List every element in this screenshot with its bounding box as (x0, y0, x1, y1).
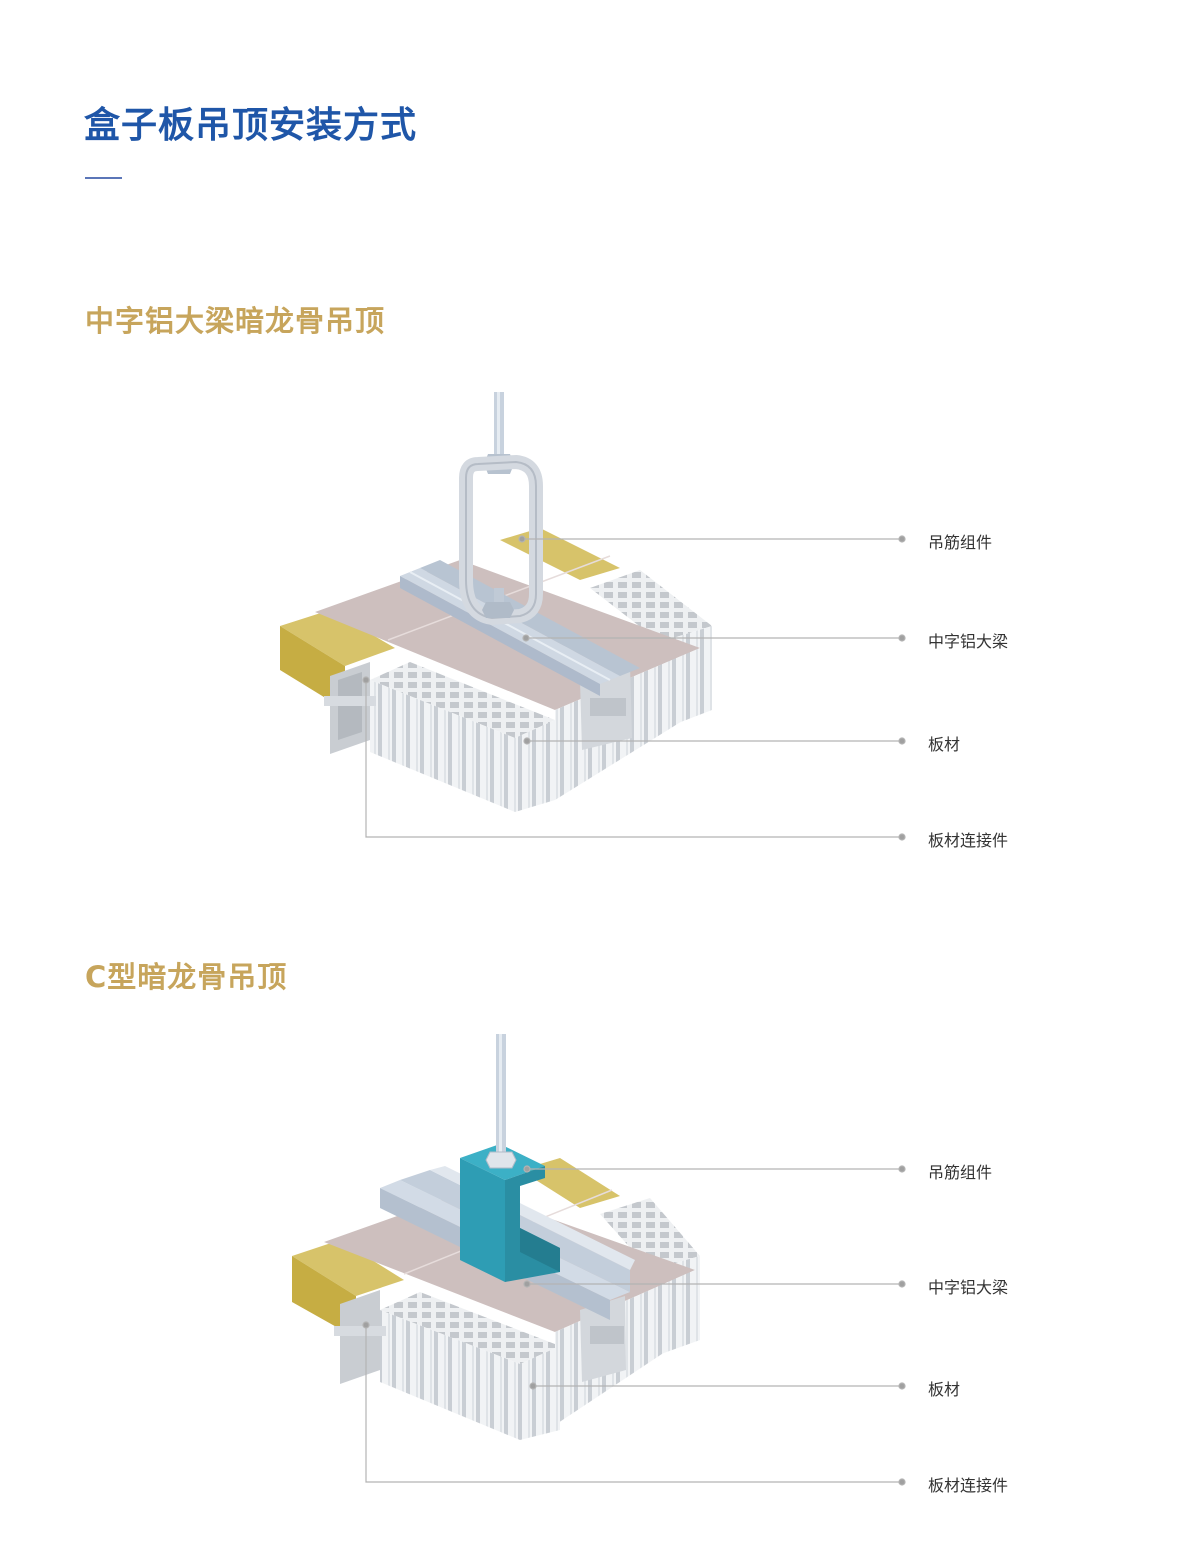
callout-label-connector: 板材连接件 (928, 1476, 1009, 1495)
callout-label-hanger: 吊筋组件 (928, 533, 993, 552)
panel-connector-left (324, 662, 376, 754)
callout-dot (898, 1478, 906, 1486)
callout-dot (362, 676, 370, 684)
callout-dot (362, 1321, 370, 1329)
callout-dot (529, 1382, 537, 1390)
section-title-zhongzi-beam: 中字铝大梁暗龙骨吊顶 (85, 304, 386, 338)
callout-dot (522, 634, 530, 642)
callout-dot (898, 833, 906, 841)
callout-label-hanger: 吊筋组件 (928, 1163, 993, 1182)
callout-label-beam: 中字铝大梁 (928, 1278, 1009, 1297)
section-title-c-type: C型暗龙骨吊顶 (85, 960, 288, 994)
hanger-rod-assembly (485, 1034, 517, 1169)
callout-label-panel: 板材 (928, 1380, 961, 1399)
callout-dot (523, 737, 531, 745)
callout-label-connector: 板材连接件 (928, 831, 1009, 850)
callout-label-beam: 中字铝大梁 (928, 632, 1009, 651)
callout-leaders-2 (362, 1165, 906, 1486)
callout-dot (898, 1280, 906, 1288)
callout-dot (518, 535, 526, 543)
panel-connector-right (580, 1296, 626, 1382)
callout-dot (898, 535, 906, 543)
callout-dot (898, 737, 906, 745)
callout-leaders-1 (362, 535, 906, 841)
title-underline (85, 177, 122, 179)
callout-dot (898, 1382, 906, 1390)
honeycomb-core-left (380, 1292, 560, 1440)
callout-dot (898, 1165, 906, 1173)
panel-connector-left (334, 1290, 386, 1384)
callout-label-panel: 板材 (928, 735, 961, 754)
page-title: 盒子板吊顶安装方式 (84, 105, 418, 146)
callout-dot (898, 634, 906, 642)
hanger-rod-assembly (459, 392, 543, 626)
callout-dot (523, 1165, 531, 1173)
callout-dot (523, 1280, 531, 1288)
